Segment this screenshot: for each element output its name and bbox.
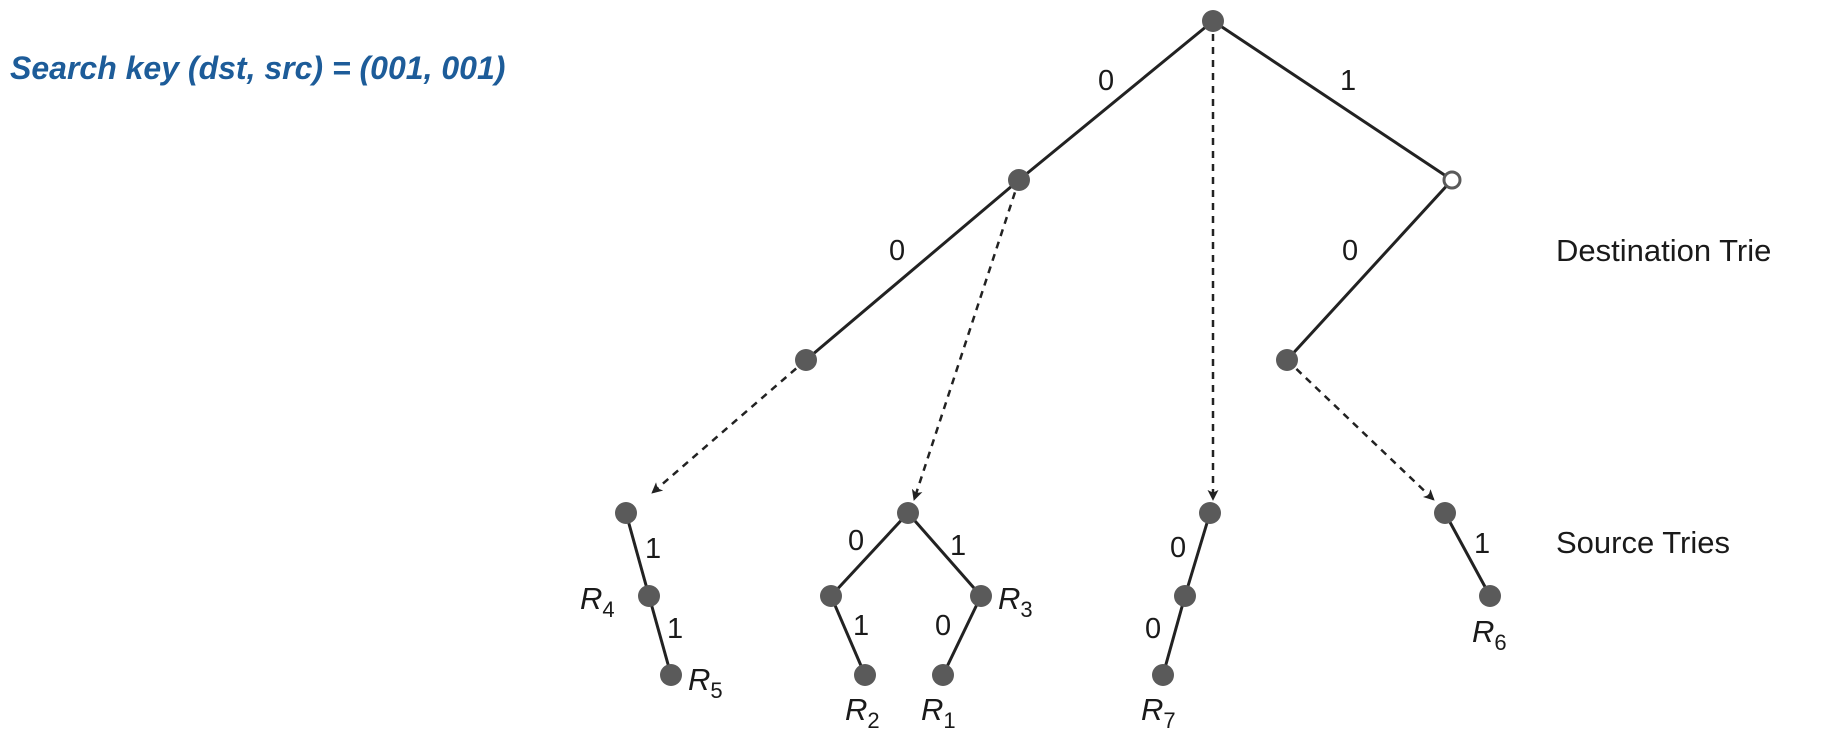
bit-label: 1 [667,613,683,645]
bit-label: 1 [853,610,869,642]
src4-root-node [1434,502,1456,524]
dest-root-node [1202,10,1224,32]
bit-label: 0 [1145,613,1161,645]
bit-label: 0 [848,525,864,557]
src3-mid-node [1174,585,1196,607]
src2-r2-node [854,664,876,686]
rule-label-r2: R2 [845,692,880,733]
dest-edge-root-left [1018,19,1214,182]
bit-label: 1 [1340,65,1356,97]
src2-root-node [897,502,919,524]
bit-label: 0 [1170,532,1186,564]
bit-label: 0 [889,235,905,267]
src4-r6-node [1479,585,1501,607]
src2-left-node [820,585,842,607]
search-key-title: Search key (dst, src) = (001, 001) [10,50,506,86]
src3-r7-node [1152,664,1174,686]
pointer-d00-to-source-trie-1 [651,359,807,494]
src3-root-node [1199,502,1221,524]
dest-edge-d0-left [805,178,1020,362]
src4-edge-root-r6 [1443,512,1492,597]
rule-label-r7: R7 [1141,692,1176,733]
src2-edge-root-left [829,511,910,598]
bit-label: 1 [645,533,661,565]
dest-node-1-empty [1442,170,1462,190]
dest-node-00 [795,349,817,371]
bit-label: 1 [1474,528,1490,560]
src2-r3-node [970,585,992,607]
rule-label-r1: R1 [921,692,956,733]
rule-label-r5: R5 [688,662,723,703]
bit-label: 1 [950,530,966,562]
src2-edge-right-r1 [941,595,983,676]
src1-edge-root-r4 [624,512,651,597]
dest-node-10 [1276,349,1298,371]
bit-label: 0 [1098,65,1114,97]
src2-edge-left-r2 [829,595,867,676]
src2-r1-node [932,664,954,686]
src3-edge-mid-r7 [1161,595,1187,676]
src1-r5-node [660,664,682,686]
source-tries-label: Source Tries [1556,525,1730,560]
dest-edge-root-right [1212,19,1453,182]
src2-edge-root-right [906,512,983,597]
destination-trie-label: Destination Trie [1556,233,1771,268]
src1-edge-r4-r5 [647,595,673,676]
src1-r4-node [638,585,660,607]
dest-node-0 [1008,169,1030,191]
src1-root-node [615,502,637,524]
dest-edge-d1-left [1285,178,1454,362]
bit-label: 0 [935,610,951,642]
src3-edge-root-mid [1183,512,1212,597]
pointer-d10-to-source-trie-4 [1286,359,1435,501]
pointer-d0-to-source-trie-2 [911,179,1021,501]
bit-label: 0 [1342,235,1358,267]
rule-label-r6: R6 [1472,614,1507,655]
rule-label-r3: R3 [998,581,1033,622]
rule-label-r4: R4 [580,581,615,622]
